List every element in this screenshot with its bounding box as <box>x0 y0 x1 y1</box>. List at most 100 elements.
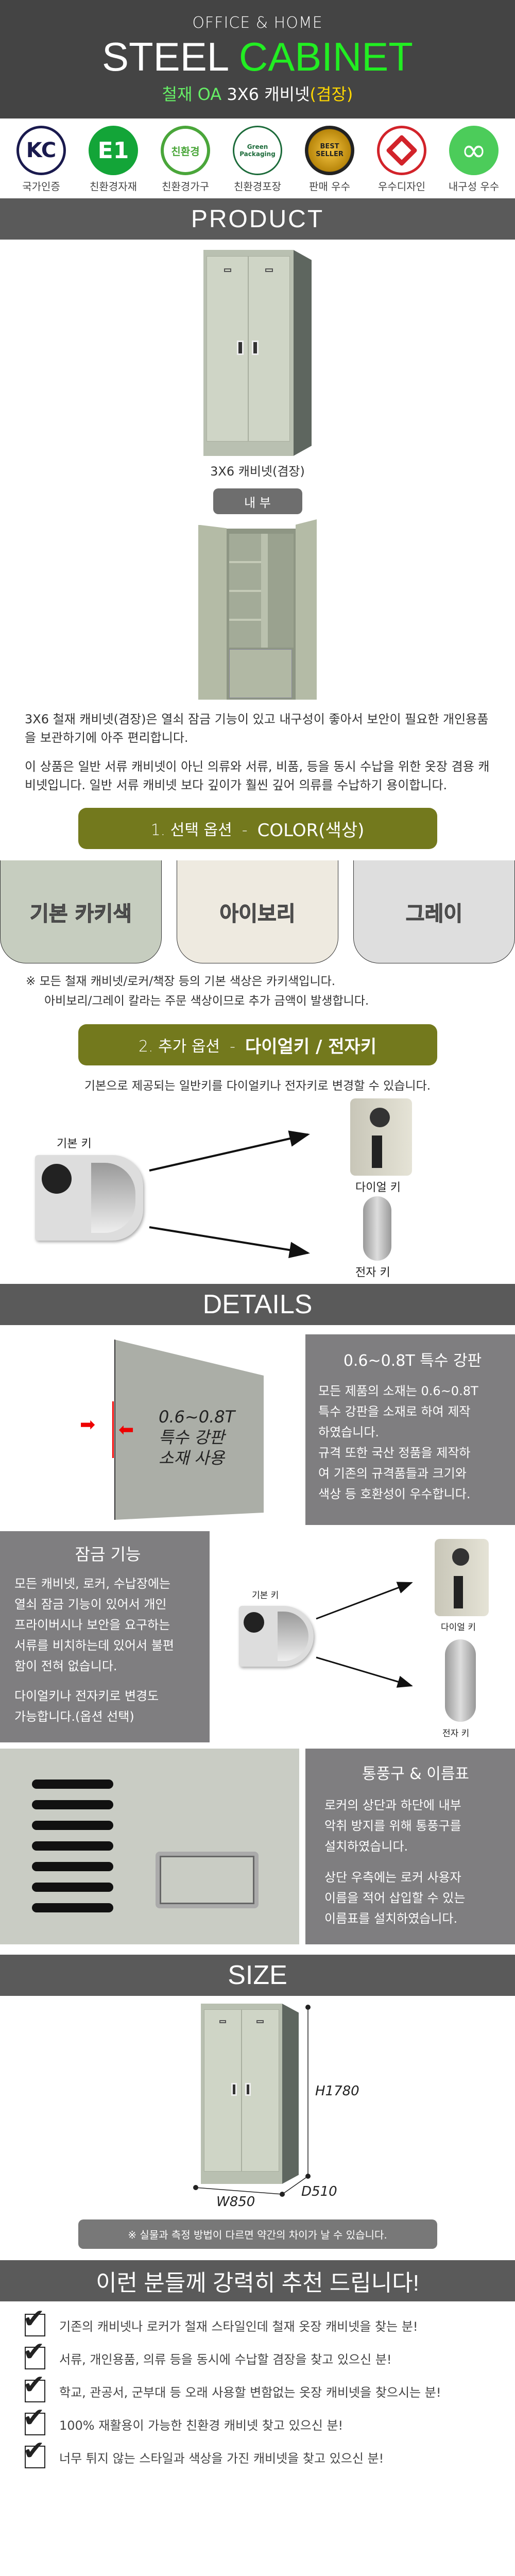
lock-body: 모든 캐비넷, 로커, 수납장에는 열쇠 잠금 기능이 있어서 개인 프라이버시… <box>14 1573 201 1676</box>
hero-tagline: OFFICE & HOME <box>192 13 323 32</box>
badge-label: 친환경자재 <box>90 180 137 193</box>
badge-label: 국가인증 <box>22 180 60 193</box>
thickness-marker <box>112 1401 114 1458</box>
option2-description: 기본으로 제공되는 일반키를 다이얼키나 전자키로 변경할 수 있습니다. <box>84 1079 431 1093</box>
body-line: 로커의 상단과 하단에 내부 <box>324 1798 461 1812</box>
recommend-list-item: ✔ 너무 튀지 않는 스타일과 색상을 가진 캐비넷을 찾고 있으신 분! <box>23 2435 515 2469</box>
dial-key-label: 다이얼 키 <box>355 1181 401 1194</box>
product-description-2: 이 상품은 일반 서류 캐비넷이 아닌 의류와 서류, 비품, 등을 동시 수납… <box>25 759 490 792</box>
e1-icon: E1 <box>89 126 138 175</box>
option1-name: COLOR(색상) <box>257 820 365 841</box>
dimension-lines <box>193 2005 311 2197</box>
basic-key-label-small: 기본 키 <box>252 1590 279 1601</box>
hero-subtitle-green: 철재 OA <box>162 84 222 104</box>
lock-info-box: 잠금 기능 모든 캐비넷, 로커, 수납장에는 열쇠 잠금 기능이 있어서 개인… <box>0 1531 210 1742</box>
electronic-key-image <box>363 1196 391 1261</box>
product-interior-image <box>198 519 317 700</box>
steel-sheet-diagram: ➡ ➡ 0.6~0.8T 특수 강판 소재 사용 <box>0 1334 299 1525</box>
overlay-line: 소재 사용 <box>159 1448 225 1468</box>
basic-key-image <box>35 1155 143 1241</box>
dial-key-label-small: 다이얼 키 <box>441 1622 476 1633</box>
hero-title-cabinet: CABINET <box>238 33 413 79</box>
lock-key-diagram: 기본 키 다이얼 키 전자 키 <box>216 1531 515 1742</box>
checkbox-checked-icon: ✔ <box>23 2435 45 2468</box>
body-line: 모든 제품의 소재는 0.6~0.8T <box>318 1384 478 1398</box>
swatch-ivory[interactable]: 아이보리 <box>177 860 338 963</box>
steel-overlay-text: 0.6~0.8T 특수 강판 소재 사용 <box>159 1406 235 1468</box>
recommend-item: 100% 재활용이 가능한 친환경 캐비넷 찾고 있으신 분! <box>59 2418 344 2433</box>
hero-title: STEEL CABINET <box>102 35 413 78</box>
eco-leaf-icon: 친환경 <box>161 126 210 175</box>
recommend-item: 너무 튀지 않는 스타일과 색상을 가진 캐비넷을 찾고 있으신 분! <box>59 2451 384 2466</box>
option2-header: 2. 추가 옵션 - 다이얼키 / 전자키 <box>78 1024 437 1065</box>
badge-green-packaging: Green Packaging 친환경포장 <box>221 126 294 193</box>
electronic-key-image-small <box>445 1639 476 1722</box>
recommend-list: ✔기존의 캐비넷나 로커가 철재 스타일인데 철재 옷장 캐비넷을 찾는 분! … <box>0 2301 515 2488</box>
option1-header: 1. 선택 옵션 - COLOR(색상) <box>78 808 437 849</box>
steel-title: 0.6~0.8T 특수 강판 <box>343 1352 482 1370</box>
size-diagram: H1780 D510 W850 <box>0 1996 515 2212</box>
badge-label: 판매 우수 <box>309 180 350 193</box>
option2-name: 다이얼키 / 전자키 <box>245 1036 377 1057</box>
color-swatches: 기본 카키색 아이보리 그레이 <box>0 860 515 963</box>
recommend-list-item: ✔ 서류, 개인용품, 의류 등을 동시에 수납할 겸장을 찾고 있으신 분! <box>23 2336 515 2370</box>
vent-body: 로커의 상단과 하단에 내부 악취 방지를 위해 통풍구를 설치하였습니다. <box>324 1795 507 1857</box>
badge-durability: ∞ 내구성 우수 <box>438 126 510 193</box>
checkbox-checked-icon: ✔ <box>23 2336 45 2369</box>
recommend-item: 기존의 캐비넷나 로커가 철재 스타일인데 철재 옷장 캐비넷을 찾는 분! <box>59 2319 418 2334</box>
vent-info-box: 통풍구 & 이름표 로커의 상단과 하단에 내부 악취 방지를 위해 통풍구를 … <box>305 1749 515 1944</box>
body-line: 특수 강판을 소재로 하여 제작 <box>318 1404 471 1419</box>
kc-certification-icon: KC <box>16 126 66 175</box>
body-line: 이름표를 설치하였습니다. <box>324 1911 458 1926</box>
body-line: 열쇠 잠금 기능이 있어서 개인 <box>14 1597 167 1612</box>
recommend-item: 서류, 개인용품, 의류 등을 동시에 수납할 겸장을 찾고 있으신 분! <box>59 2352 392 2367</box>
product-caption: 3X6 캐비넷(겸장) <box>210 464 305 479</box>
certification-badges: KC 국가인증 E1 친환경자재 친환경 친환경가구 Green Packagi… <box>0 118 515 198</box>
vent-body-2: 상단 우측에는 로커 사용자 이름을 적어 삽입할 수 있는 이름표를 설치하였… <box>324 1867 507 1929</box>
lock-row: 잠금 기능 모든 캐비넷, 로커, 수납장에는 열쇠 잠금 기능이 있어서 개인… <box>0 1531 515 1742</box>
basic-key-label: 기본 키 <box>57 1138 92 1150</box>
body-line: 색상 등 호환성이 우수합니다. <box>318 1487 471 1501</box>
badge-good-design: 우수디자인 <box>366 126 438 193</box>
body-line: 함이 전혀 없습니다. <box>14 1659 117 1673</box>
badge-best-seller: BEST SELLER 판매 우수 <box>294 126 366 193</box>
swatch-gray[interactable]: 그레이 <box>353 860 515 963</box>
size-cabinet-image <box>201 2004 299 2184</box>
body-line: 모든 캐비넷, 로커, 수납장에는 <box>14 1577 171 1591</box>
hero-banner: OFFICE & HOME STEEL CABINET 철재 OA 3X6 캐비… <box>0 0 515 118</box>
key-arrows-small <box>316 1582 413 1688</box>
recommend-header: 이런 분들께 강력히 추천 드립니다! <box>0 2260 515 2301</box>
color-note-2: 아비보리/그레이 칼라는 주문 색상이므로 추가 금액이 발생합니다. <box>44 994 369 1008</box>
body-line: 다이얼키나 전자키로 변경도 <box>14 1689 159 1703</box>
basic-key-image-small <box>239 1606 314 1667</box>
badge-e1: E1 친환경자재 <box>77 126 149 193</box>
lock-title: 잠금 기능 <box>75 1545 141 1564</box>
swatch-khaki[interactable]: 기본 카키색 <box>0 860 162 963</box>
arrow-to-dial-key <box>149 1130 310 1172</box>
hero-subtitle-white: 3X6 캐비넷 <box>227 84 310 104</box>
dial-key-image-small <box>435 1539 489 1616</box>
badge-label: 내구성 우수 <box>448 180 500 193</box>
recommend-item: 학교, 관공서, 군부대 등 오래 사용할 변함없는 옷장 캐비넷을 찾으시는 … <box>59 2385 441 2400</box>
body-line: 상단 우측에는 로커 사용자 <box>324 1870 461 1885</box>
checkbox-checked-icon: ✔ <box>23 2303 45 2336</box>
electronic-key-label: 전자 키 <box>355 1266 390 1279</box>
body-line: 규격 또한 국산 정품을 제작하 <box>318 1446 471 1460</box>
swatch-label: 그레이 <box>405 902 463 926</box>
badge-eco: 친환경 친환경가구 <box>149 126 221 193</box>
section-size-header: SIZE <box>0 1955 515 1996</box>
product-description-1: 3X6 철재 캐비넷(겸장)은 열쇠 잠금 기능이 있고 내구성이 좋아서 보안… <box>25 712 489 745</box>
section-details-header: DETAILS <box>0 1284 515 1325</box>
badge-label: 친환경가구 <box>162 180 209 193</box>
color-note: ※ 모든 철재 캐비넷/로커/책장 등의 기본 색상은 카키색입니다. 아비보리… <box>26 972 515 1011</box>
overlay-line: 0.6~0.8T <box>159 1407 235 1427</box>
body-line: 가능합니다.(옵션 선택) <box>14 1709 134 1724</box>
body-line: 여 기존의 규격품들과 크기와 <box>318 1466 467 1481</box>
body-line: 이름을 적어 삽입할 수 있는 <box>324 1891 466 1905</box>
swatch-label: 기본 카키색 <box>30 902 132 926</box>
body-line: 악취 방지를 위해 통풍구를 <box>324 1819 461 1833</box>
recommend-list-item: ✔ 기존의 캐비넷나 로커가 철재 스타일인데 철재 옷장 캐비넷을 찾는 분! <box>23 2303 515 2337</box>
hero-subtitle-yellow: (겸장) <box>310 84 353 104</box>
vent-title: 통풍구 & 이름표 <box>362 1765 470 1783</box>
size-note: ※ 실물과 측정 방법이 다르면 약간의 차이가 날 수 있습니다. <box>78 2219 437 2249</box>
